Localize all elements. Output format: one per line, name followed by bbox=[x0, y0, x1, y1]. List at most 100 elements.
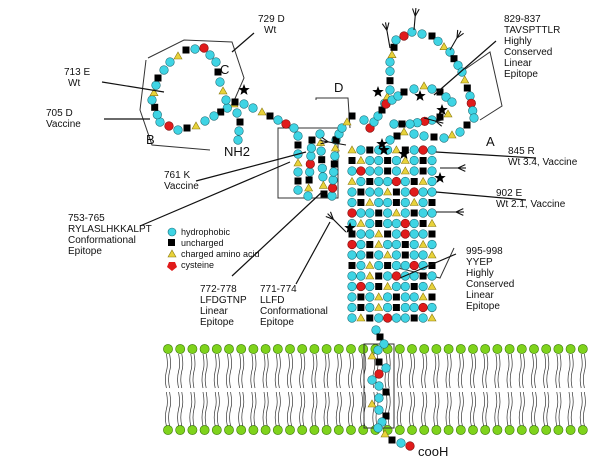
residue-uncharged bbox=[428, 293, 436, 301]
lipid-head bbox=[260, 344, 271, 354]
lipid-tail bbox=[509, 391, 513, 427]
lipid-tail bbox=[531, 391, 534, 427]
residue-cysteine bbox=[391, 176, 402, 187]
lipid-tail bbox=[470, 391, 473, 427]
residue-hydrophobic bbox=[453, 60, 463, 70]
residue-hydrophobic bbox=[427, 208, 437, 218]
lipid-head bbox=[346, 425, 356, 435]
residue-hydrophobic bbox=[439, 133, 449, 143]
lipid-tail bbox=[265, 353, 269, 389]
residue-hydrophobic bbox=[389, 119, 399, 129]
residue-hydrophobic bbox=[359, 115, 369, 125]
lipid-tail bbox=[238, 353, 241, 389]
residue-hydrophobic bbox=[327, 191, 337, 201]
lipid-head bbox=[394, 344, 405, 354]
residue-hydrophobic bbox=[409, 155, 419, 166]
residue-uncharged bbox=[375, 220, 383, 227]
lipid-tail bbox=[497, 391, 501, 427]
lipid-tail bbox=[473, 391, 476, 427]
residue-hydrophobic bbox=[409, 302, 419, 313]
lipid-tail bbox=[213, 391, 217, 427]
lipid-head bbox=[529, 344, 539, 354]
residue-uncharged bbox=[428, 230, 436, 238]
lipid-tail bbox=[226, 391, 229, 427]
residue-cysteine bbox=[399, 31, 409, 41]
lipid-tail bbox=[448, 391, 452, 427]
residue-uncharged bbox=[366, 314, 374, 322]
lipid-tail bbox=[567, 353, 571, 389]
lipid-tail bbox=[445, 391, 449, 427]
residue-charged bbox=[356, 313, 366, 322]
lipid-head bbox=[407, 344, 417, 354]
residue-hydrophobic bbox=[233, 135, 243, 145]
lipid-tail bbox=[570, 391, 574, 427]
amino-acid-chain bbox=[147, 27, 479, 451]
lipid-head bbox=[577, 344, 588, 354]
residue-hydrophobic bbox=[427, 84, 437, 94]
residue-uncharged bbox=[151, 103, 159, 111]
residue-hydrophobic bbox=[418, 281, 428, 292]
lipid-tail bbox=[299, 391, 302, 427]
residue-uncharged bbox=[382, 388, 390, 396]
residue-hydrophobic bbox=[383, 271, 393, 281]
residue-hydrophobic bbox=[317, 163, 327, 173]
residue-charged bbox=[427, 250, 437, 259]
lipid-tail bbox=[335, 391, 339, 427]
legend-cysteine-label: cysteine bbox=[181, 260, 214, 270]
residue-uncharged bbox=[390, 43, 398, 51]
residue-hydrophobic bbox=[455, 127, 465, 137]
lipid-tail bbox=[287, 353, 290, 389]
residue-uncharged bbox=[375, 209, 383, 217]
residue-uncharged bbox=[392, 199, 400, 206]
residue-hydrophobic bbox=[385, 85, 395, 95]
residue-hydrophobic bbox=[347, 302, 357, 313]
residue-uncharged bbox=[348, 230, 356, 238]
lipid-head bbox=[480, 425, 491, 435]
c-terminus-label: cooH bbox=[418, 444, 448, 459]
lipid-head bbox=[358, 344, 369, 354]
residue-cysteine bbox=[405, 441, 415, 451]
lipid-tail bbox=[543, 391, 546, 427]
residue-hydrophobic bbox=[383, 176, 393, 187]
residue-hydrophobic bbox=[209, 111, 219, 121]
residue-cysteine bbox=[356, 281, 366, 292]
residue-hydrophobic bbox=[151, 80, 161, 90]
lipid-head bbox=[163, 425, 173, 435]
lipid-tail bbox=[506, 353, 510, 389]
lipid-tail bbox=[339, 391, 342, 427]
lipid-head bbox=[407, 425, 417, 435]
residue-cysteine bbox=[164, 121, 174, 131]
lipid-head bbox=[480, 344, 491, 354]
lipid-head bbox=[455, 425, 466, 435]
lipid-tail bbox=[497, 353, 501, 389]
residue-hydrophobic bbox=[356, 229, 366, 239]
residue-uncharged bbox=[419, 157, 427, 164]
residue-hydrophobic bbox=[385, 66, 395, 76]
residue-hydrophobic bbox=[347, 166, 357, 176]
residue-uncharged bbox=[357, 199, 365, 206]
residue-hydrophobic bbox=[347, 281, 357, 292]
lipid-tail bbox=[567, 391, 571, 427]
residue-hydrophobic bbox=[409, 84, 419, 94]
residue-charged bbox=[427, 313, 437, 322]
residue-hydrophobic bbox=[391, 229, 402, 239]
residue-hydrophobic bbox=[356, 271, 366, 281]
lipid-tail bbox=[531, 353, 534, 389]
mutation-star bbox=[398, 148, 410, 159]
residue-uncharged bbox=[266, 112, 274, 120]
residue-hydrophobic bbox=[409, 129, 419, 139]
lipid-tail bbox=[323, 353, 327, 389]
residue-hydrophobic bbox=[365, 292, 375, 302]
residue-uncharged bbox=[388, 436, 396, 444]
legend-charged-label: charged amino acid bbox=[181, 249, 260, 259]
residue-cysteine bbox=[328, 183, 338, 193]
residue-hydrophobic bbox=[391, 281, 402, 292]
residue-charged bbox=[383, 281, 393, 290]
residue-uncharged bbox=[419, 272, 427, 280]
residue-uncharged bbox=[182, 46, 190, 54]
lipid-tail bbox=[192, 391, 196, 427]
region-a-label: A bbox=[486, 134, 495, 149]
residue-hydrophobic bbox=[418, 197, 428, 208]
lipid-tail bbox=[204, 353, 208, 389]
